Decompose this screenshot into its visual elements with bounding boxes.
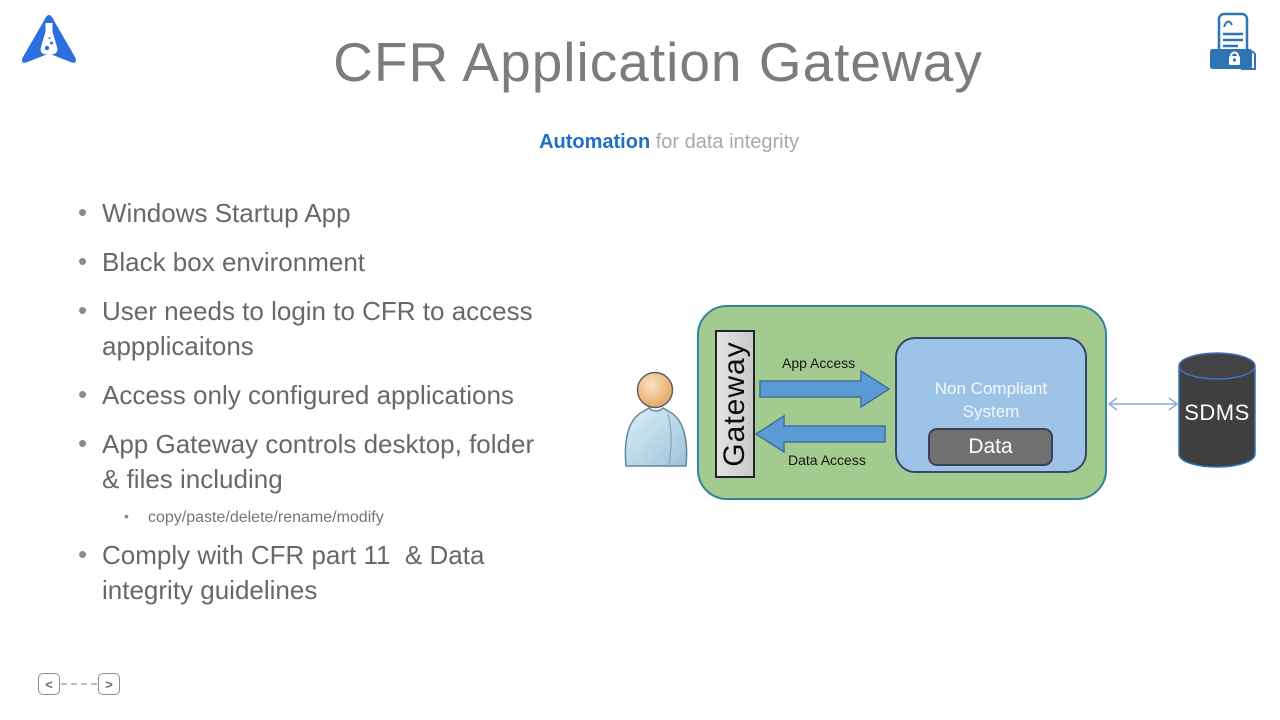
- app-access-label: App Access: [782, 355, 856, 371]
- sdms-label: SDMS: [1184, 400, 1250, 425]
- sdms-database-icon: SDMS: [1178, 352, 1256, 468]
- bullet-user-login: User needs to login to CFR to access app…: [76, 293, 621, 364]
- slide-subtitle: Automation for data integrity: [0, 108, 1280, 177]
- subtitle-highlight: Automation: [539, 131, 651, 153]
- bullet-configured-apps: Access only configured applications: [76, 377, 621, 413]
- nav-dashes: [61, 683, 97, 685]
- data-access-arrow-icon: [754, 414, 886, 454]
- secure-document-lock-icon: [1208, 12, 1258, 72]
- bidirectional-arrow-icon: [1107, 397, 1179, 411]
- gateway-box: [715, 330, 755, 478]
- user-icon: [618, 360, 694, 468]
- bullet-list: Windows Startup App Black box environmen…: [76, 195, 621, 622]
- bullet-gateway-controls: App Gateway controls desktop, folder & f…: [76, 426, 621, 497]
- bullet-black-box: Black box environment: [76, 244, 621, 280]
- gateway-label: Gateway: [718, 341, 751, 467]
- company-logo-icon: [20, 14, 78, 66]
- data-access-label: Data Access: [788, 452, 866, 468]
- slide-title: CFR Application Gateway: [333, 31, 983, 93]
- bullet-windows-startup: Windows Startup App: [76, 195, 621, 231]
- prev-slide-button[interactable]: <: [38, 673, 60, 695]
- bullet-cfr-compliance: Comply with CFR part 11 & Data integrity…: [76, 537, 621, 608]
- next-slide-button[interactable]: >: [98, 673, 120, 695]
- subtitle-rest: for data integrity: [650, 131, 800, 153]
- non-compliant-system-label: Non Compliant System: [934, 379, 1048, 421]
- sub-bullet-file-operations: copy/paste/delete/rename/modify: [76, 506, 621, 528]
- chevron-right-icon: >: [105, 676, 113, 692]
- app-access-arrow-icon: [759, 369, 891, 409]
- chevron-left-icon: <: [45, 676, 53, 692]
- data-box: Data: [928, 428, 1053, 466]
